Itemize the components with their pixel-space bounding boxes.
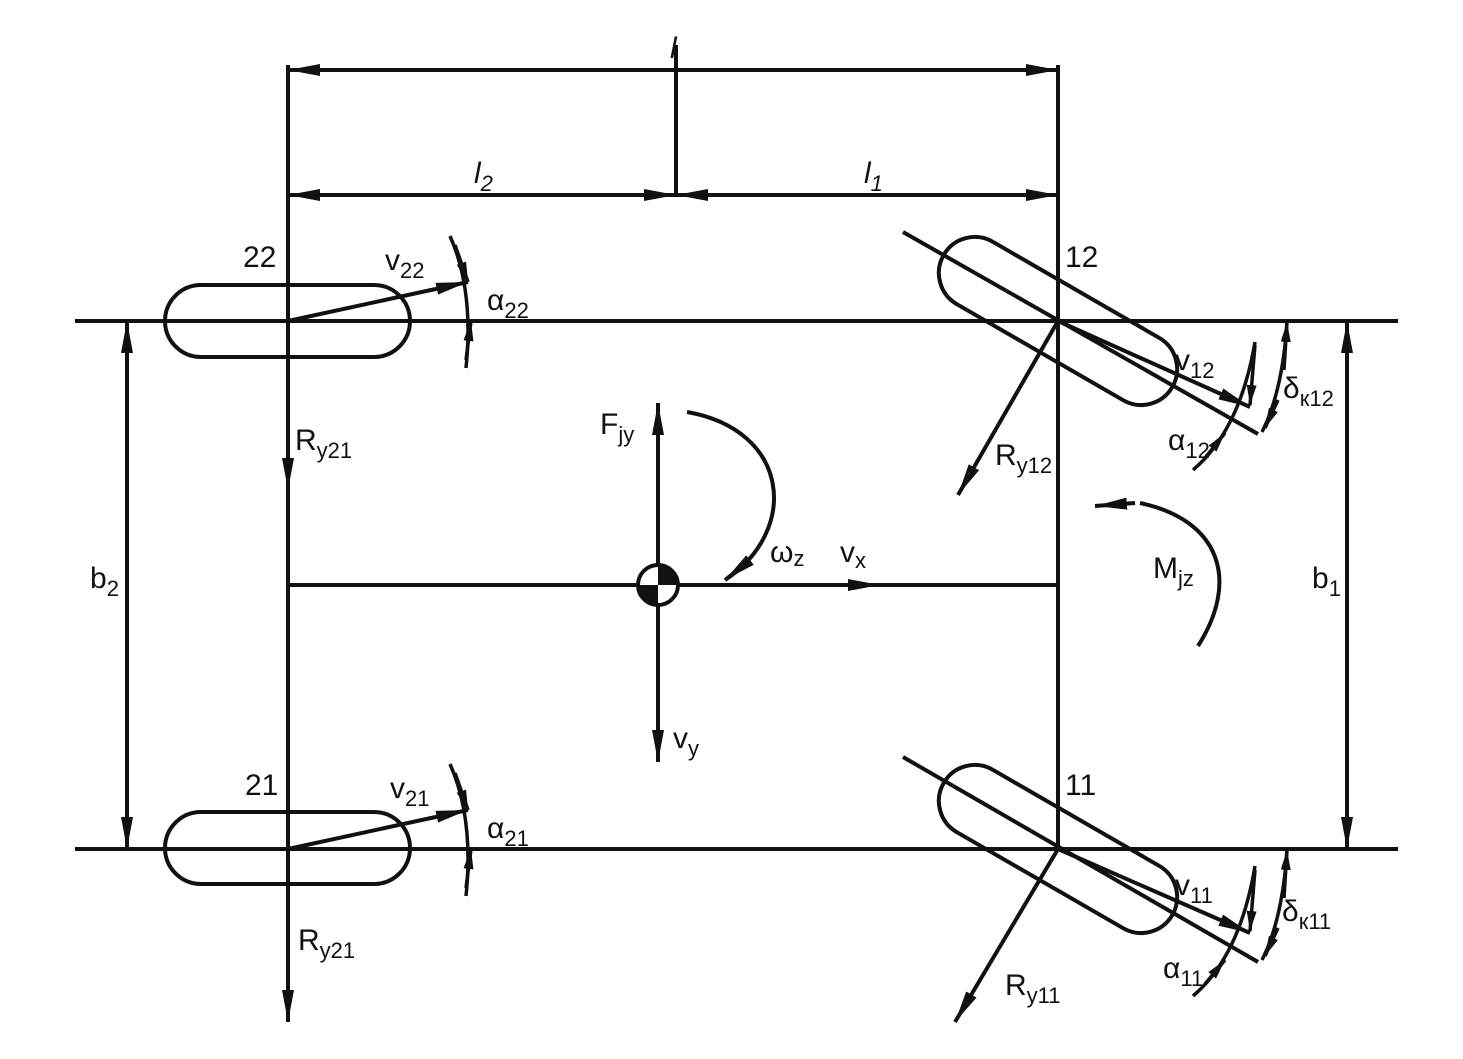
- cg-symbol-quadrant-ne: [658, 565, 678, 585]
- rear-lateral-force-lower: Ry21: [282, 884, 355, 1022]
- wheel-11-slip-arrow-bottom: [1203, 958, 1227, 986]
- wheel-12-slip-label: α12: [1168, 424, 1210, 463]
- wheel-11-slip-arrow-top: [1246, 869, 1257, 932]
- wheel-22-slip-label: α22: [487, 284, 529, 323]
- wheel-12-force-arrow: [956, 320, 1060, 496]
- wheelbase-label: l: [670, 32, 678, 65]
- wheel-11-velocity-label: v11: [1175, 869, 1213, 908]
- longitudinal-velocity-label: vx: [840, 536, 866, 573]
- yaw-rate-arrowhead: [723, 555, 754, 582]
- inertial-moment-arrowhead: [1094, 497, 1136, 510]
- wheel-22-id: 22: [243, 241, 276, 274]
- rear-lateral-force-upper: Ry21: [282, 357, 352, 490]
- wheel-11-steer-label: δк11: [1282, 895, 1331, 934]
- wheel-21-velocity-arrow: [287, 808, 469, 851]
- wheel-12-slip-arrow-top: [1246, 344, 1257, 406]
- wheel-22-slip-arrow-bottom: [463, 320, 474, 361]
- l2-label: l2: [474, 157, 493, 196]
- wheel-11-velocity-arrow: [1057, 847, 1251, 935]
- b2-label: b2: [90, 562, 119, 601]
- wheel-21-velocity-label: v21: [390, 772, 429, 811]
- wheel-21: 21 v21 α21: [163, 763, 529, 897]
- wheel-21-slip-arrow-top: [453, 772, 470, 811]
- wheel-11-force-label: Ry11: [1005, 969, 1061, 1008]
- front-track-dimension: b1: [1312, 321, 1353, 849]
- rear-track-dimension: b2: [90, 321, 133, 849]
- inertial-moment-arc: [1139, 501, 1222, 648]
- wheel-21-slip-label: α21: [487, 812, 529, 851]
- wheel-22: 22 v22 α22: [163, 235, 529, 369]
- wheel-21-id: 21: [245, 769, 278, 802]
- wheel-21-slip-arrow-bottom: [463, 848, 474, 889]
- wheel-11-id: 11: [1065, 769, 1096, 802]
- inertial-force-label: Fjy: [600, 408, 634, 447]
- lateral-velocity-label: vy: [673, 722, 699, 761]
- wheel-11-force-arrow: [953, 847, 1060, 1024]
- wheel-12-id: 12: [1065, 241, 1098, 274]
- wheel-11-steer-arrow-bottom: [1263, 927, 1280, 957]
- wheel-12-velocity-label: v12: [1175, 344, 1214, 383]
- rear-force-lower-label: Ry21: [298, 924, 355, 963]
- wheel-11-steer-arrow-top: [1280, 849, 1291, 899]
- wheelbase-dimension: l: [288, 32, 1058, 195]
- wheel-22-velocity-arrow: [287, 280, 469, 323]
- wheel-22-slip-arrow-top: [453, 244, 470, 283]
- wheel-12-steer-arrow-top: [1280, 321, 1291, 371]
- wheel-11: 11 v11 α11 δк11 Ry11: [901, 755, 1331, 1024]
- l1-label: l1: [864, 157, 883, 196]
- inertial-moment-label: Mjz: [1153, 552, 1194, 591]
- rear-force-upper-label: Ry21: [295, 424, 352, 463]
- wheel-12: 12 v12 α12 δк12 Ry12: [902, 230, 1334, 496]
- center-of-gravity: Fjy vy vx ωz: [600, 403, 880, 762]
- b1-label: b1: [1312, 562, 1341, 601]
- wheel-11-slip-arc: [1191, 865, 1257, 998]
- inertial-moment: Mjz: [1094, 497, 1222, 648]
- wheel-12-velocity-arrow: [1057, 319, 1251, 409]
- wheel-12-slip-arc: [1191, 341, 1257, 472]
- wheel-12-force-label: Ry12: [995, 439, 1052, 478]
- wheel-11-slip-label: α11: [1163, 952, 1203, 991]
- yaw-rate-arc: [686, 410, 776, 582]
- wheel-12-slip-arrow-bottom: [1203, 431, 1227, 460]
- wheel-12-steer-arrow-bottom: [1263, 399, 1280, 429]
- cg-position-dimensions: l2 l1: [288, 157, 1058, 201]
- wheel-12-steer-label: δк12: [1283, 372, 1334, 411]
- wheel-22-velocity-label: v22: [385, 244, 424, 283]
- cg-symbol-quadrant-sw: [638, 585, 658, 605]
- yaw-rate-label: ωz: [770, 536, 804, 571]
